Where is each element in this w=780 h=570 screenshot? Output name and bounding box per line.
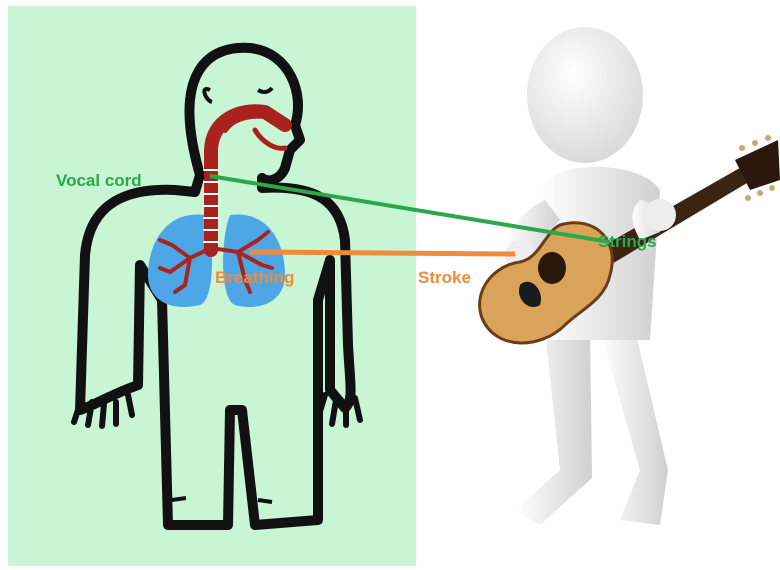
vocal-cord-label: Vocal cord [56, 171, 142, 190]
breathing-label: Breathing [215, 268, 294, 287]
stroke-label: Stroke [418, 268, 471, 287]
guitar-player-figure-icon [480, 27, 780, 525]
body-panel-background [8, 6, 416, 566]
strings-label: Strings [598, 232, 657, 251]
breathing-to-stroke-connector [250, 252, 515, 254]
